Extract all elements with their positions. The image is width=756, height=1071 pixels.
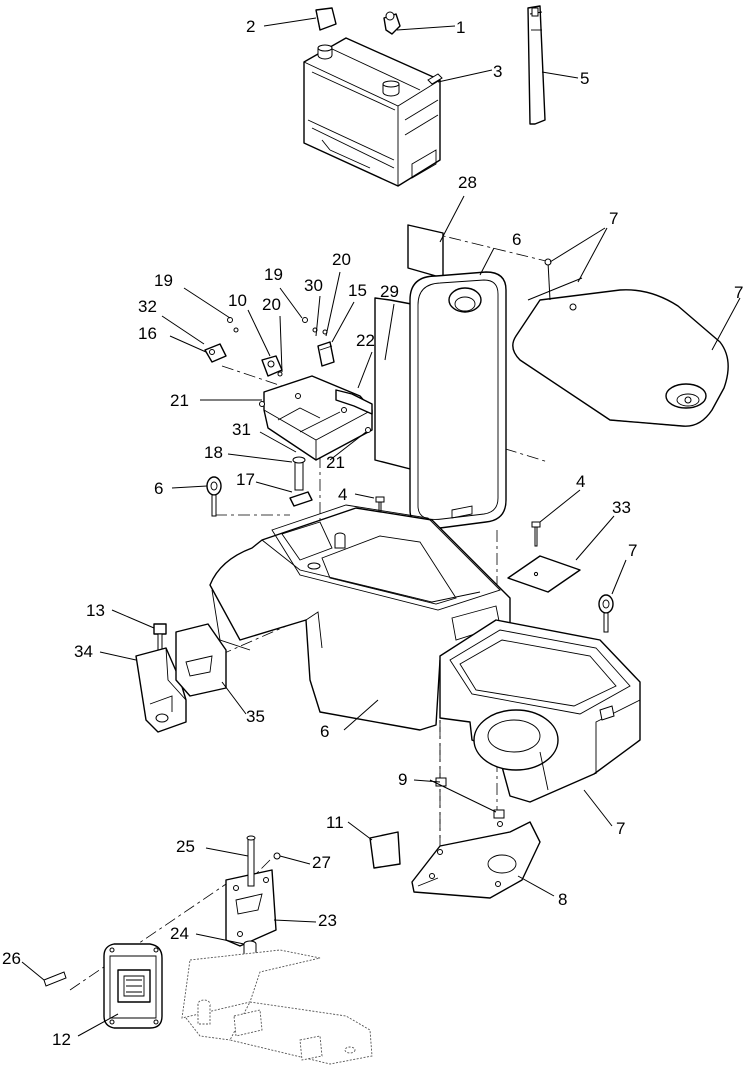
callout-9: 9 [398,770,407,789]
callout-10: 10 [228,291,247,310]
cover-plate-11 [369,831,401,869]
console-body-rear [439,619,641,803]
callout-20-top: 20 [332,250,351,269]
controller-module-12 [103,943,163,1029]
leader-lines [21,17,741,1037]
nuts-9 [435,777,505,819]
callout-27: 27 [312,853,331,872]
controller-bracket-23 [225,869,277,947]
callout-labels: 1 2 3 5 28 7 6 20 19 19 30 15 29 7 10 20… [2,17,743,1049]
battery-terminal-cap [315,7,337,31]
callout-7-lid: 7 [734,283,743,302]
callout-8: 8 [558,890,567,909]
callout-19-left: 19 [154,271,173,290]
callout-15: 15 [348,281,367,300]
bolt-4-right [531,521,541,547]
callout-12: 12 [52,1030,71,1049]
console-lid-rear [512,289,729,427]
callout-23: 23 [318,911,337,930]
screws-small [227,317,371,433]
callout-26: 26 [2,949,21,968]
callout-32: 32 [138,297,157,316]
eyebolt-6-left [206,476,222,517]
callout-6-bottom: 6 [320,722,329,741]
callout-17: 17 [236,470,255,489]
callout-11: 11 [326,813,344,832]
screw-26 [43,971,67,987]
battery [303,37,443,187]
battery-terminal-clamp [383,11,401,35]
battery-hold-down-strap [527,5,546,125]
callout-30: 30 [304,276,323,295]
callout-18: 18 [204,443,223,462]
callout-31: 31 [232,420,251,439]
callout-29: 29 [380,282,399,301]
relay-15 [317,341,335,367]
side-bracket-34 [135,647,187,733]
callout-5: 5 [580,69,589,88]
insulation-pad-28 [407,224,444,279]
callout-33: 33 [612,498,631,517]
callout-24: 24 [170,924,189,943]
callout-28: 28 [458,173,477,192]
callout-7-top: 7 [609,209,618,228]
callout-7-eyebolt: 7 [628,541,637,560]
frame-phantom [181,949,373,1065]
callout-22: 22 [356,331,375,350]
stud-17-18-31 [289,456,313,507]
callout-4-left: 4 [338,485,347,504]
key-switch-16 [204,343,227,363]
callout-21-right: 21 [326,453,345,472]
mounting-bracket [263,375,373,461]
callout-3: 3 [493,62,502,81]
bolt-25 [246,835,256,887]
callout-20-mid: 20 [262,295,281,314]
callout-6-top: 6 [512,230,521,249]
callout-1: 1 [456,18,465,37]
bracket-plate-22 [335,389,373,415]
callout-19-mid: 19 [264,265,283,284]
spacer-plate-35 [175,623,227,697]
bolt-13 [153,623,167,651]
callout-25: 25 [176,837,195,856]
insulation-pad-33 [507,555,581,593]
callout-2: 2 [246,17,255,36]
eyebolt-7-right [598,594,614,633]
callout-16: 16 [138,324,157,343]
lid-hinge-pin [527,258,583,311]
callout-7-bottom: 7 [616,819,625,838]
callout-13: 13 [86,601,105,620]
callout-21-left: 21 [170,391,189,410]
callout-34: 34 [74,642,93,661]
nut-27 [273,852,281,860]
console-lid-front [409,271,507,529]
callout-6-left: 6 [154,479,163,498]
callout-35: 35 [246,707,265,726]
base-plate-8 [411,821,541,899]
callout-4-right: 4 [576,472,585,491]
